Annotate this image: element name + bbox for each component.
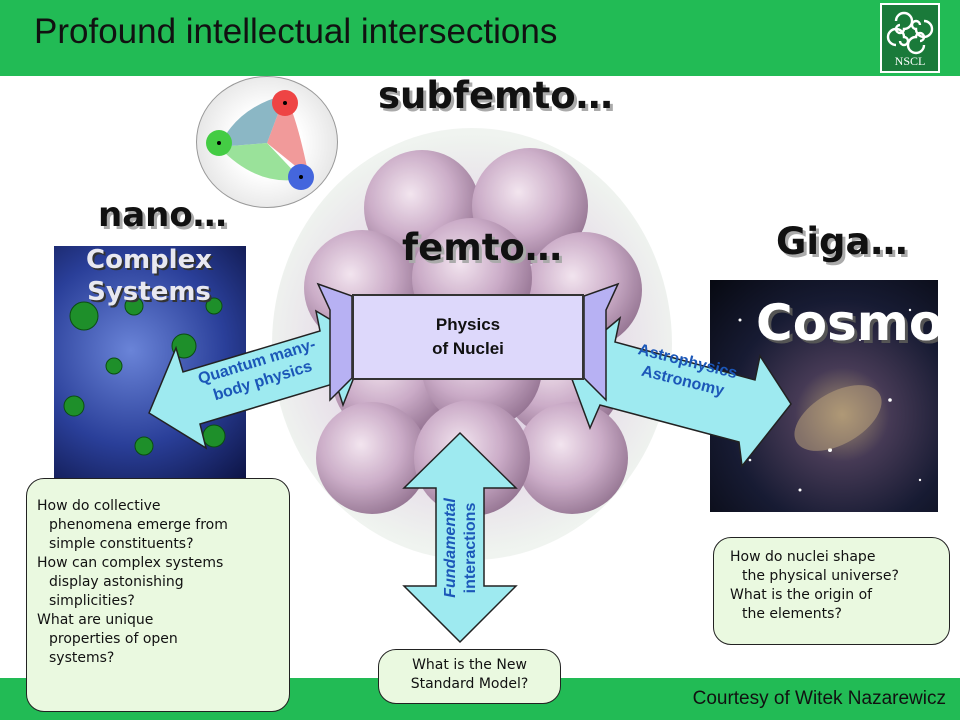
fundamental-interactions-label: Fundamental interactions bbox=[441, 483, 481, 613]
quark-illustration bbox=[196, 76, 338, 208]
down-arrow-line2: interactions bbox=[462, 502, 479, 594]
subfemto-label: subfemto… bbox=[378, 74, 613, 117]
vertical-double-arrow bbox=[402, 431, 518, 644]
spiral-logo-icon bbox=[886, 11, 934, 55]
banner-left-scroll-icon bbox=[316, 282, 353, 402]
question-line: properties of open bbox=[49, 631, 178, 647]
question-line: How do nuclei shape bbox=[730, 549, 876, 565]
question-line: the elements? bbox=[742, 606, 842, 622]
question-line: simple constituents? bbox=[49, 536, 194, 552]
title-bar bbox=[0, 0, 960, 76]
logo-text: NSCL bbox=[894, 54, 926, 68]
banner-line1: Physics bbox=[435, 315, 501, 334]
questions-box-right: How do nuclei shape the physical univers… bbox=[713, 537, 950, 645]
question-line: What are unique bbox=[37, 612, 154, 628]
question-line: phenomena emerge from bbox=[49, 517, 228, 533]
questions-box-bottom: What is the New Standard Model? bbox=[378, 649, 561, 704]
question-line: How can complex systems bbox=[37, 555, 224, 571]
question-line: display astonishing bbox=[49, 574, 184, 590]
question-line: simplicities? bbox=[49, 593, 135, 609]
page-title: Profound intellectual intersections bbox=[34, 12, 558, 51]
question-line: systems? bbox=[49, 650, 115, 666]
credit-text: Courtesy of Witek Nazarewicz bbox=[692, 688, 946, 709]
nscl-logo: NSCL bbox=[880, 3, 940, 73]
question-line: Standard Model? bbox=[410, 676, 529, 692]
question-line: How do collective bbox=[37, 498, 161, 514]
giga-label: Giga… bbox=[776, 220, 908, 263]
systems-word: Systems bbox=[87, 277, 211, 307]
cosmos-title: Cosmos bbox=[756, 294, 938, 352]
physics-of-nuclei-banner: Physics of Nuclei bbox=[352, 294, 584, 380]
questions-box-left: How do collective phenomena emerge from … bbox=[26, 478, 290, 712]
banner-right-scroll-icon bbox=[583, 282, 620, 402]
galaxy-graphic bbox=[738, 308, 922, 492]
down-arrow-line1: Fundamental bbox=[442, 498, 459, 598]
spheres-graphic bbox=[63, 296, 226, 456]
complex-systems-title: Complex Systems bbox=[54, 246, 244, 308]
complex-word: Complex bbox=[86, 246, 212, 275]
question-line: What is the New bbox=[412, 657, 527, 673]
question-line: What is the origin of bbox=[730, 587, 873, 603]
nano-label: nano… bbox=[98, 195, 227, 235]
femto-label: femto… bbox=[402, 226, 562, 269]
banner-line2: of Nuclei bbox=[432, 339, 504, 358]
question-line: the physical universe? bbox=[742, 568, 899, 584]
three-quark-graphic bbox=[206, 90, 314, 190]
